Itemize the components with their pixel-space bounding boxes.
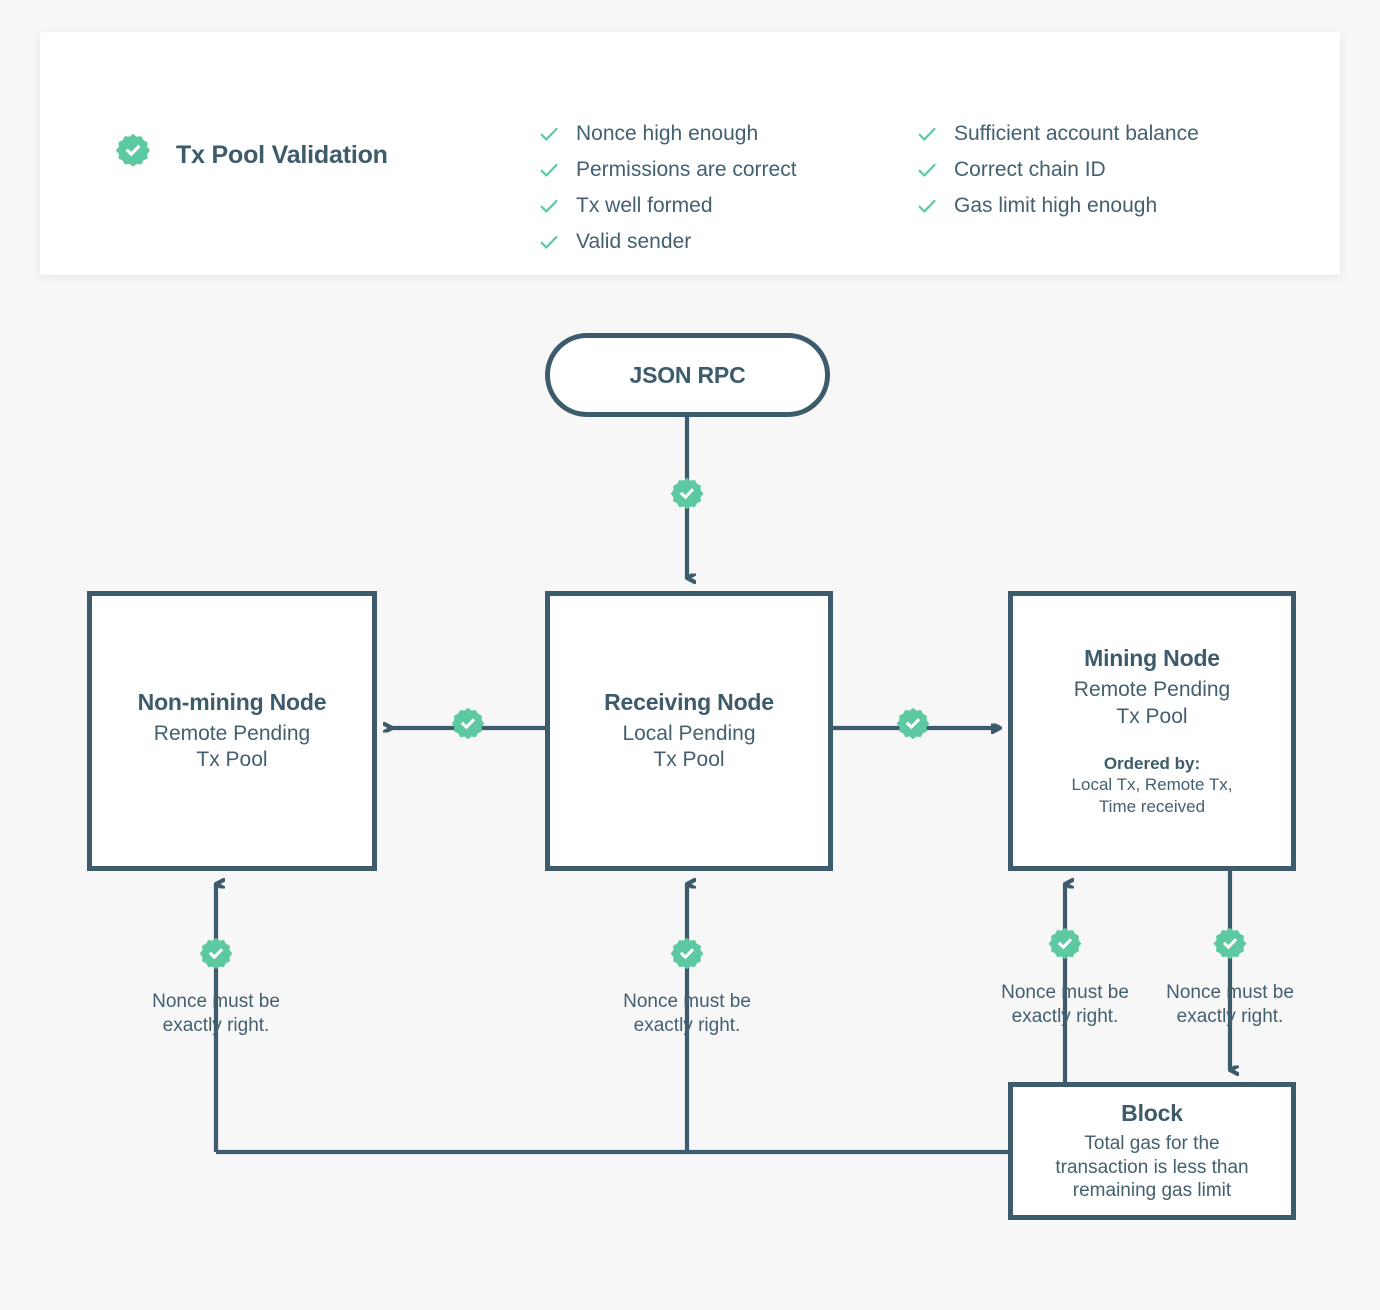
validation-list-label: Correct chain ID xyxy=(954,158,1106,181)
node-mining[interactable]: Mining Node Remote Pending Tx Pool Order… xyxy=(1008,591,1296,871)
node-title: JSON RPC xyxy=(629,361,746,388)
validation-list-column-1: Nonce high enough Permissions are correc… xyxy=(538,116,797,260)
node-title: Non-mining Node xyxy=(137,688,327,715)
check-icon xyxy=(540,163,558,177)
check-rosette-icon xyxy=(891,706,935,750)
caption-nonce-receiving: Nonce must be exactly right. xyxy=(623,991,751,1036)
validation-list-item: Sufficient account balance xyxy=(916,116,1199,152)
validation-list-label: Valid sender xyxy=(576,230,692,253)
check-icon xyxy=(918,163,936,177)
node-ordered-by-value: Local Tx, Remote Tx, Time received xyxy=(1071,774,1233,816)
node-title: Block xyxy=(1121,1100,1183,1126)
validation-list-label: Nonce high enough xyxy=(576,122,759,145)
node-json-rpc[interactable]: JSON RPC xyxy=(545,333,830,417)
check-rosette-icon xyxy=(1208,926,1252,970)
node-subtitle: Remote Pending Tx Pool xyxy=(1073,677,1231,728)
check-icon xyxy=(918,199,936,213)
validation-list-label: Permissions are correct xyxy=(576,158,797,181)
check-icon xyxy=(540,127,558,141)
check-rosette-icon xyxy=(446,706,490,750)
validation-list-item: Valid sender xyxy=(538,224,797,260)
check-rosette-icon xyxy=(1043,926,1087,970)
tx-pool-validation-card: Tx Pool Validation Nonce high enough Per… xyxy=(40,32,1340,275)
node-subtitle: Remote Pending Tx Pool xyxy=(153,721,311,772)
node-subtitle: Total gas for the transaction is less th… xyxy=(1055,1132,1249,1202)
check-icon xyxy=(918,127,936,141)
check-icon xyxy=(540,199,558,213)
check-rosette-icon xyxy=(665,476,709,520)
page-title: Tx Pool Validation xyxy=(176,140,388,169)
caption-nonce-mining-left: Nonce must be exactly right. xyxy=(1001,982,1129,1027)
check-rosette-icon xyxy=(194,936,238,980)
validation-title-group: Tx Pool Validation xyxy=(110,132,388,178)
validation-list-label: Tx well formed xyxy=(576,194,713,217)
node-subtitle: Local Pending Tx Pool xyxy=(622,721,756,772)
node-receiving[interactable]: Receiving Node Local Pending Tx Pool xyxy=(545,591,833,871)
caption-nonce-non-mining: Nonce must be exactly right. xyxy=(152,991,280,1036)
node-non-mining[interactable]: Non-mining Node Remote Pending Tx Pool xyxy=(87,591,377,871)
validation-list-item: Permissions are correct xyxy=(538,152,797,188)
check-rosette-icon xyxy=(665,936,709,980)
validation-list-item: Tx well formed xyxy=(538,188,797,224)
node-ordered-by-label: Ordered by: xyxy=(1103,753,1201,773)
node-title: Receiving Node xyxy=(604,688,774,715)
caption-nonce-mining-right: Nonce must be exactly right. xyxy=(1166,982,1294,1027)
validation-list-label: Sufficient account balance xyxy=(954,122,1199,145)
check-icon xyxy=(540,235,558,249)
validation-list-label: Gas limit high enough xyxy=(954,194,1158,217)
node-block[interactable]: Block Total gas for the transaction is l… xyxy=(1008,1082,1296,1220)
validation-list-item: Nonce high enough xyxy=(538,116,797,152)
validation-list-item: Correct chain ID xyxy=(916,152,1199,188)
validation-list-column-2: Sufficient account balance Correct chain… xyxy=(916,116,1199,224)
validation-list-item: Gas limit high enough xyxy=(916,188,1199,224)
check-rosette-icon xyxy=(110,132,156,178)
node-title: Mining Node xyxy=(1084,645,1220,672)
